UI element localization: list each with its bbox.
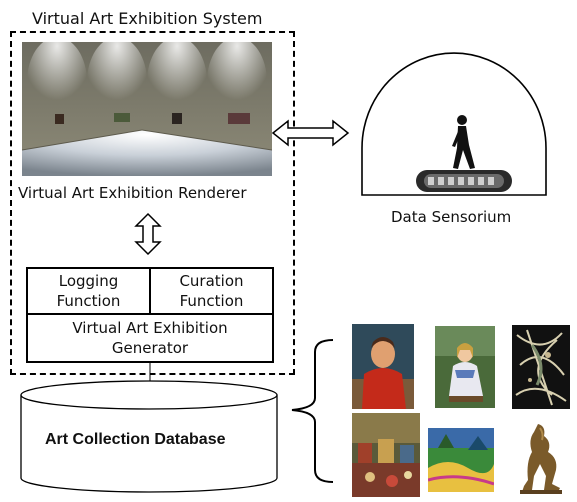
treadmill-icon — [416, 170, 512, 192]
artwork-portrait-red-jacket — [352, 324, 414, 409]
gallery-render — [22, 42, 272, 176]
artwork-colorful-landscape — [427, 428, 495, 492]
system-title: Virtual Art Exhibition System — [32, 9, 263, 28]
renderer-sensorium-arrow — [271, 119, 350, 147]
logging-line-2: Function — [56, 292, 121, 310]
walking-person-icon — [452, 115, 475, 169]
sensorium-dome — [361, 52, 547, 196]
logging-line-1: Logging — [58, 272, 119, 290]
artwork-folk-village-scene — [352, 413, 420, 497]
collection-brace — [291, 339, 334, 483]
database-cylinder — [20, 380, 278, 493]
artwork-bronze-striding-sculpture — [512, 418, 570, 496]
generator-line-1: Virtual Art Exhibition — [72, 319, 228, 337]
system-boundary — [10, 31, 295, 375]
database-label: Art Collection Database — [45, 431, 226, 448]
sensorium-label: Data Sensorium — [391, 208, 512, 226]
curation-line-1: Curation — [179, 272, 244, 290]
renderer-functions-arrow — [134, 212, 162, 256]
artwork-abstract-drip-painting — [512, 325, 570, 409]
generator-line-2: Generator — [111, 339, 189, 357]
artwork-girl-seated-in-garden — [435, 326, 495, 408]
curation-line-2: Function — [179, 292, 244, 310]
renderer-view — [22, 42, 272, 176]
renderer-label: Virtual Art Exhibition Renderer — [18, 184, 247, 202]
